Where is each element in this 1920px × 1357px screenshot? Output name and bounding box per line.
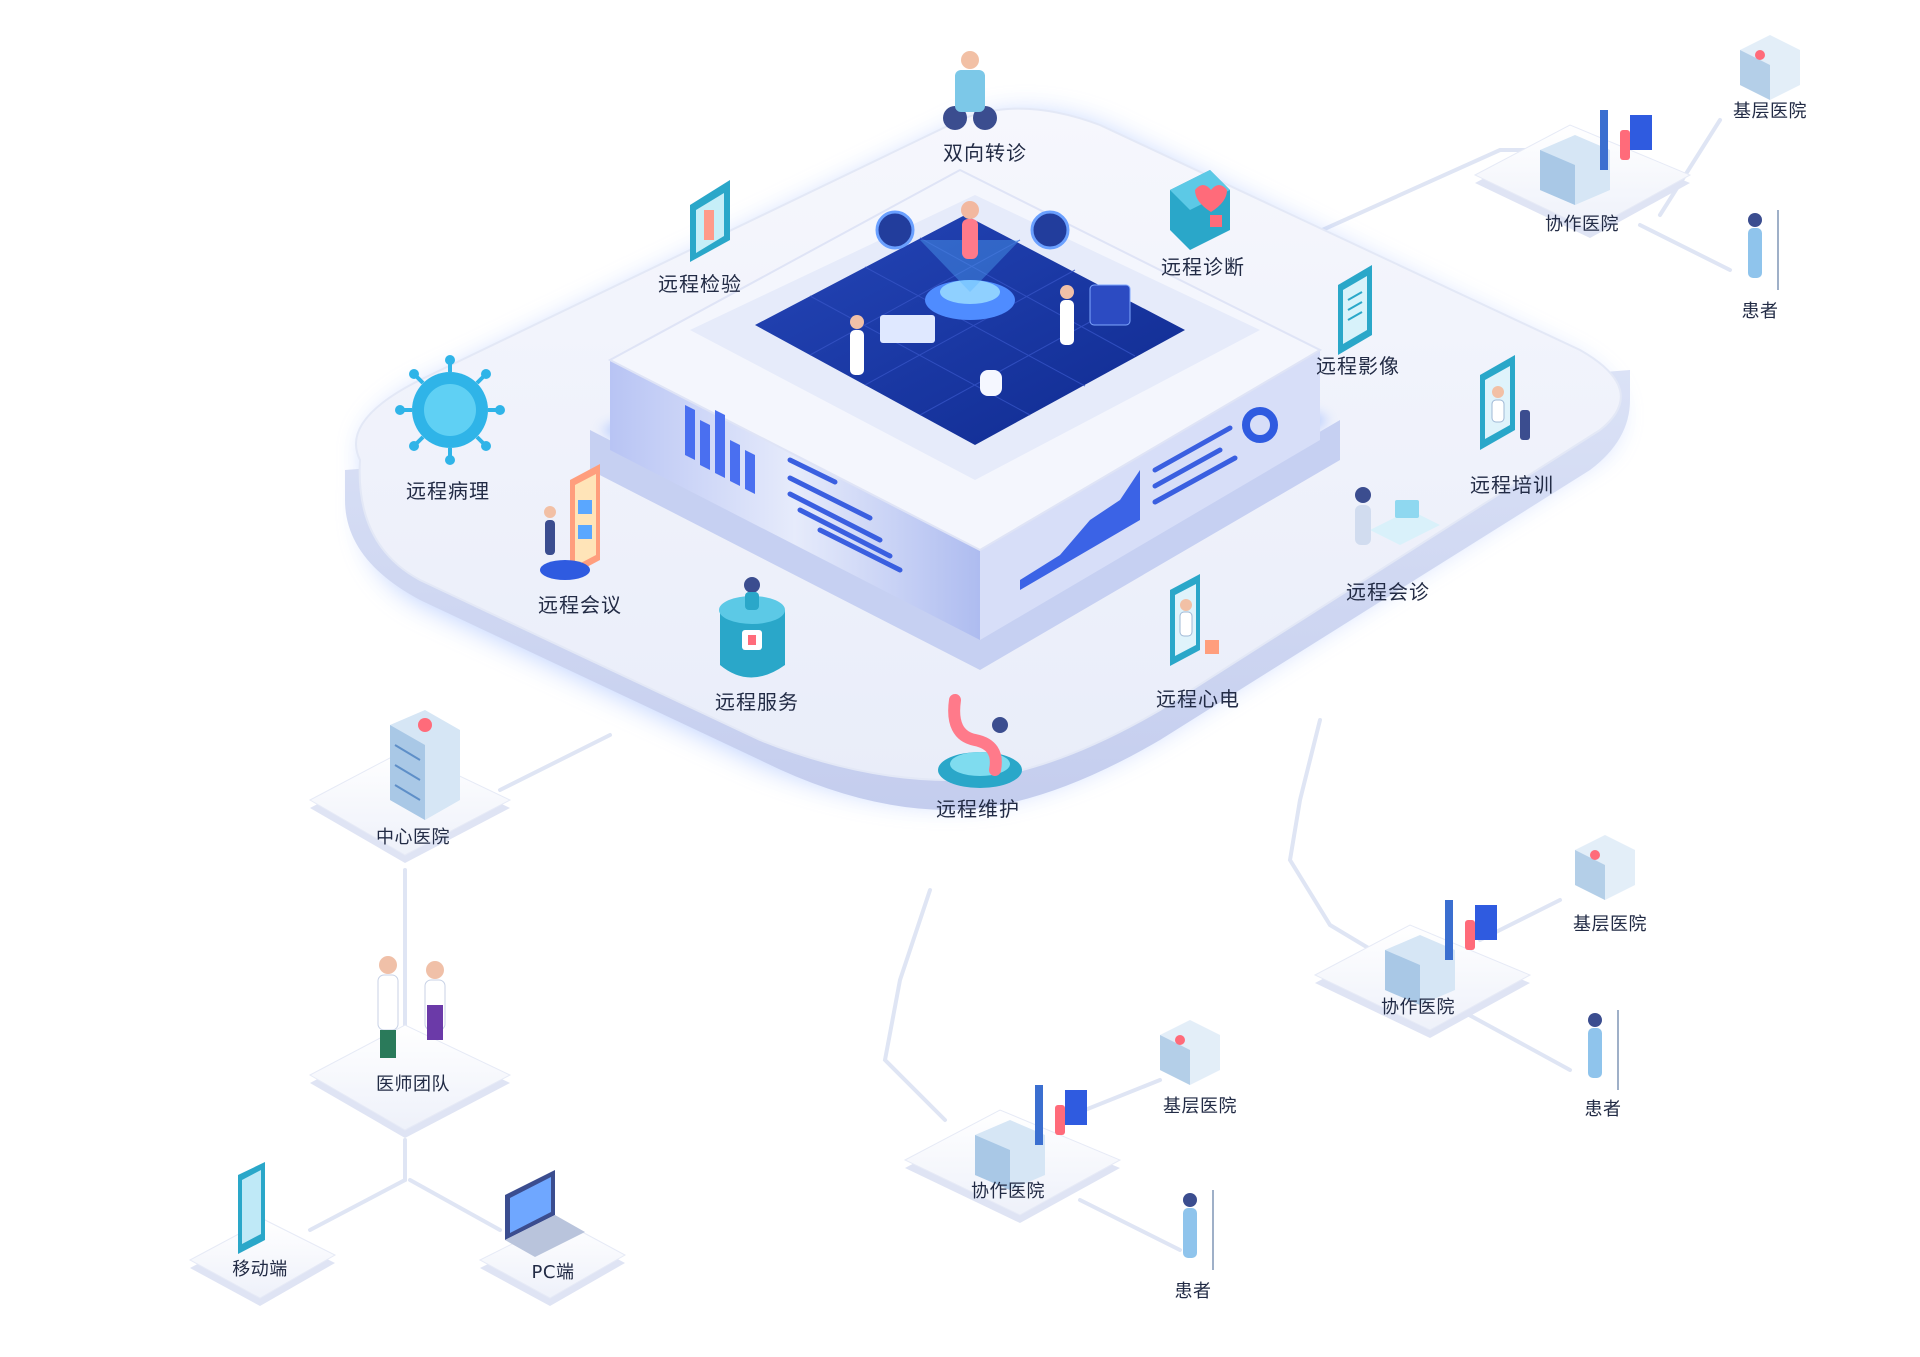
center-block-side-right	[980, 350, 1320, 640]
meeting-icon	[540, 464, 600, 580]
label-lab: 远程检验	[658, 272, 742, 296]
text-lines-right-decoration	[1152, 425, 1238, 505]
diagnosis-icon	[1170, 170, 1230, 250]
doctor-team-node	[308, 956, 512, 1138]
partner-hospital-node-3	[903, 1085, 1122, 1223]
label-patient-1: 患者	[1741, 301, 1779, 322]
doctor-figures-icon	[850, 284, 1131, 396]
label-patient-3: 患者	[1174, 1281, 1212, 1302]
label-center-hospital: 中心医院	[376, 827, 450, 848]
mobile-node	[188, 1162, 337, 1306]
label-pathology: 远程病理	[406, 479, 490, 503]
patient-icon-1	[1748, 210, 1779, 290]
label-imaging: 远程影像	[1316, 354, 1400, 378]
label-service: 远程服务	[715, 690, 799, 714]
label-partner-hospital-1: 协作医院	[1545, 214, 1619, 235]
partner-hospital-node-1	[1473, 110, 1692, 238]
center-block-base	[590, 420, 1340, 670]
lab-icon	[690, 180, 730, 262]
virus-icon	[395, 355, 505, 465]
training-icon	[1480, 355, 1530, 450]
partner-hospital-node-2	[1313, 900, 1532, 1038]
bar-chart-decoration	[685, 405, 755, 494]
label-meeting: 远程会议	[538, 593, 622, 617]
pc-node	[478, 1170, 627, 1306]
hologram-icon	[875, 201, 1070, 320]
label-ecg: 远程心电	[1156, 687, 1240, 711]
label-pc: PC端	[531, 1262, 575, 1283]
label-doctor-team: 医师团队	[376, 1074, 450, 1095]
consultation-icon	[1355, 487, 1440, 545]
service-desk-icon	[719, 577, 785, 678]
label-consultation: 远程会诊	[1346, 580, 1430, 604]
connector-lines	[308, 118, 1732, 1252]
text-lines-decoration	[787, 457, 903, 573]
command-center-screen	[755, 215, 1185, 445]
patient-icon-2	[1588, 1010, 1619, 1090]
label-patient-2: 患者	[1584, 1099, 1622, 1120]
area-chart-decoration	[1020, 470, 1140, 590]
label-partner-hospital-3: 协作医院	[971, 1181, 1045, 1202]
primary-hospital-icon-1	[1740, 35, 1800, 100]
patient-icon-3	[1183, 1190, 1214, 1270]
label-maintenance: 远程维护	[936, 797, 1020, 821]
maintenance-icon	[938, 694, 1022, 788]
imaging-icon	[1338, 265, 1372, 355]
ecg-icon	[1170, 574, 1219, 666]
label-mobile: 移动端	[232, 1259, 288, 1280]
primary-hospital-icon-2	[1575, 835, 1635, 900]
label-primary-hospital-1: 基层医院	[1733, 101, 1807, 122]
label-primary-hospital-2: 基层医院	[1573, 914, 1647, 935]
referral-icon	[943, 51, 997, 130]
center-hospital-node	[308, 710, 512, 863]
label-referral: 双向转诊	[943, 141, 1027, 165]
label-diagnosis: 远程诊断	[1161, 255, 1245, 279]
ring-icon	[1242, 407, 1278, 443]
label-primary-hospital-3: 基层医院	[1163, 1096, 1237, 1117]
label-partner-hospital-2: 协作医院	[1381, 997, 1455, 1018]
label-training: 远程培训	[1470, 473, 1554, 497]
primary-hospital-icon-3	[1160, 1020, 1220, 1085]
